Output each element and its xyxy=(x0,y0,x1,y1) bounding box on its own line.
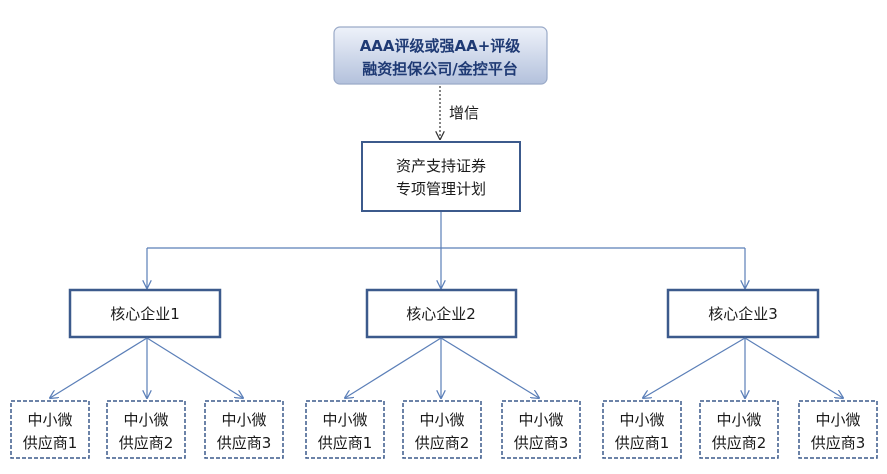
supplier-2-3-box xyxy=(501,400,581,459)
supplier-arrow-1-3 xyxy=(146,337,243,398)
core-enterprise-3-box xyxy=(666,288,820,339)
supplier-connectors xyxy=(50,337,843,398)
supplier-arrow-2-3 xyxy=(440,337,539,398)
abs-plan-line-1: 资产支持证券 xyxy=(396,157,486,175)
supplier-3-3-line-2: 供应商3 xyxy=(811,434,866,452)
supplier-3-1-line-2: 供应商1 xyxy=(615,434,670,452)
supplier-3-2-line-2: 供应商2 xyxy=(712,434,767,452)
guarantor-box xyxy=(333,26,548,85)
supplier-2-3-line-1: 中小微 xyxy=(518,411,563,429)
supplier-arrow-3-3 xyxy=(744,337,843,398)
supplier-1-1-line-1: 中小微 xyxy=(27,411,72,429)
guarantor-line-1: AAA评级或强AA+评级 xyxy=(360,37,522,55)
supplier-3-2-box xyxy=(699,400,779,459)
supplier-arrow-1-1 xyxy=(50,337,148,398)
supplier-1-3: 中小微 供应商3 xyxy=(204,400,284,459)
supplier-1-2: 中小微 供应商2 xyxy=(106,400,186,459)
supplier-3-3-line-1: 中小微 xyxy=(815,411,860,429)
supplier-1-3-line-1: 中小微 xyxy=(221,411,266,429)
supplier-3-3-box xyxy=(798,400,878,459)
supplier-3-3: 中小微 供应商3 xyxy=(798,400,878,459)
core-connectors xyxy=(147,212,745,288)
supplier-1-1: 中小微 供应商1 xyxy=(10,400,90,459)
supplier-2-3: 中小微 供应商3 xyxy=(501,400,581,459)
core-enterprise-3-label: 核心企业3 xyxy=(708,305,778,323)
supplier-2-2-line-1: 中小微 xyxy=(419,411,464,429)
supplier-1-2-box xyxy=(106,400,186,459)
supplier-2-1-box xyxy=(305,400,385,459)
supplier-1-3-line-2: 供应商3 xyxy=(217,434,272,452)
abs-plan-node: 资产支持证券 专项管理计划 xyxy=(361,141,521,212)
supplier-2-2: 中小微 供应商2 xyxy=(402,400,482,459)
supplier-3-2-line-1: 中小微 xyxy=(716,411,761,429)
supplier-1-2-line-2: 供应商2 xyxy=(119,434,174,452)
supplier-2-2-line-2: 供应商2 xyxy=(415,434,470,452)
supplier-arrow-3-1 xyxy=(643,337,746,398)
supplier-2-1-line-2: 供应商1 xyxy=(318,434,373,452)
supplier-3-1-line-1: 中小微 xyxy=(619,411,664,429)
core-enterprise-2: 核心企业2 xyxy=(365,288,518,339)
supplier-3-1-box xyxy=(602,400,682,459)
core-enterprise-2-box xyxy=(365,288,518,339)
guarantor-node: AAA评级或强AA+评级 融资担保公司/金控平台 xyxy=(333,26,548,85)
supplier-2-1-line-1: 中小微 xyxy=(322,411,367,429)
supplier-1-1-line-2: 供应商1 xyxy=(23,434,78,452)
supplier-1-3-box xyxy=(204,400,284,459)
enhancement-label: 增信 xyxy=(449,104,479,122)
supplier-2-1: 中小微 供应商1 xyxy=(305,400,385,459)
abs-plan-box xyxy=(361,141,521,212)
supplier-3-1: 中小微 供应商1 xyxy=(602,400,682,459)
supplier-2-3-line-2: 供应商3 xyxy=(514,434,569,452)
core-enterprise-1: 核心企业1 xyxy=(68,288,222,339)
supplier-3-2: 中小微 供应商2 xyxy=(699,400,779,459)
supplier-2-2-box xyxy=(402,400,482,459)
abs-plan-line-2: 专项管理计划 xyxy=(396,180,486,198)
core-enterprise-1-label: 核心企业1 xyxy=(110,305,180,323)
supplier-arrow-2-1 xyxy=(345,337,442,398)
core-enterprise-1-box xyxy=(68,288,222,339)
guarantor-line-2: 融资担保公司/金控平台 xyxy=(362,60,517,78)
core-enterprise-2-label: 核心企业2 xyxy=(406,305,476,323)
supplier-1-2-line-1: 中小微 xyxy=(123,411,168,429)
core-enterprise-3: 核心企业3 xyxy=(666,288,820,339)
supplier-1-1-box xyxy=(10,400,90,459)
